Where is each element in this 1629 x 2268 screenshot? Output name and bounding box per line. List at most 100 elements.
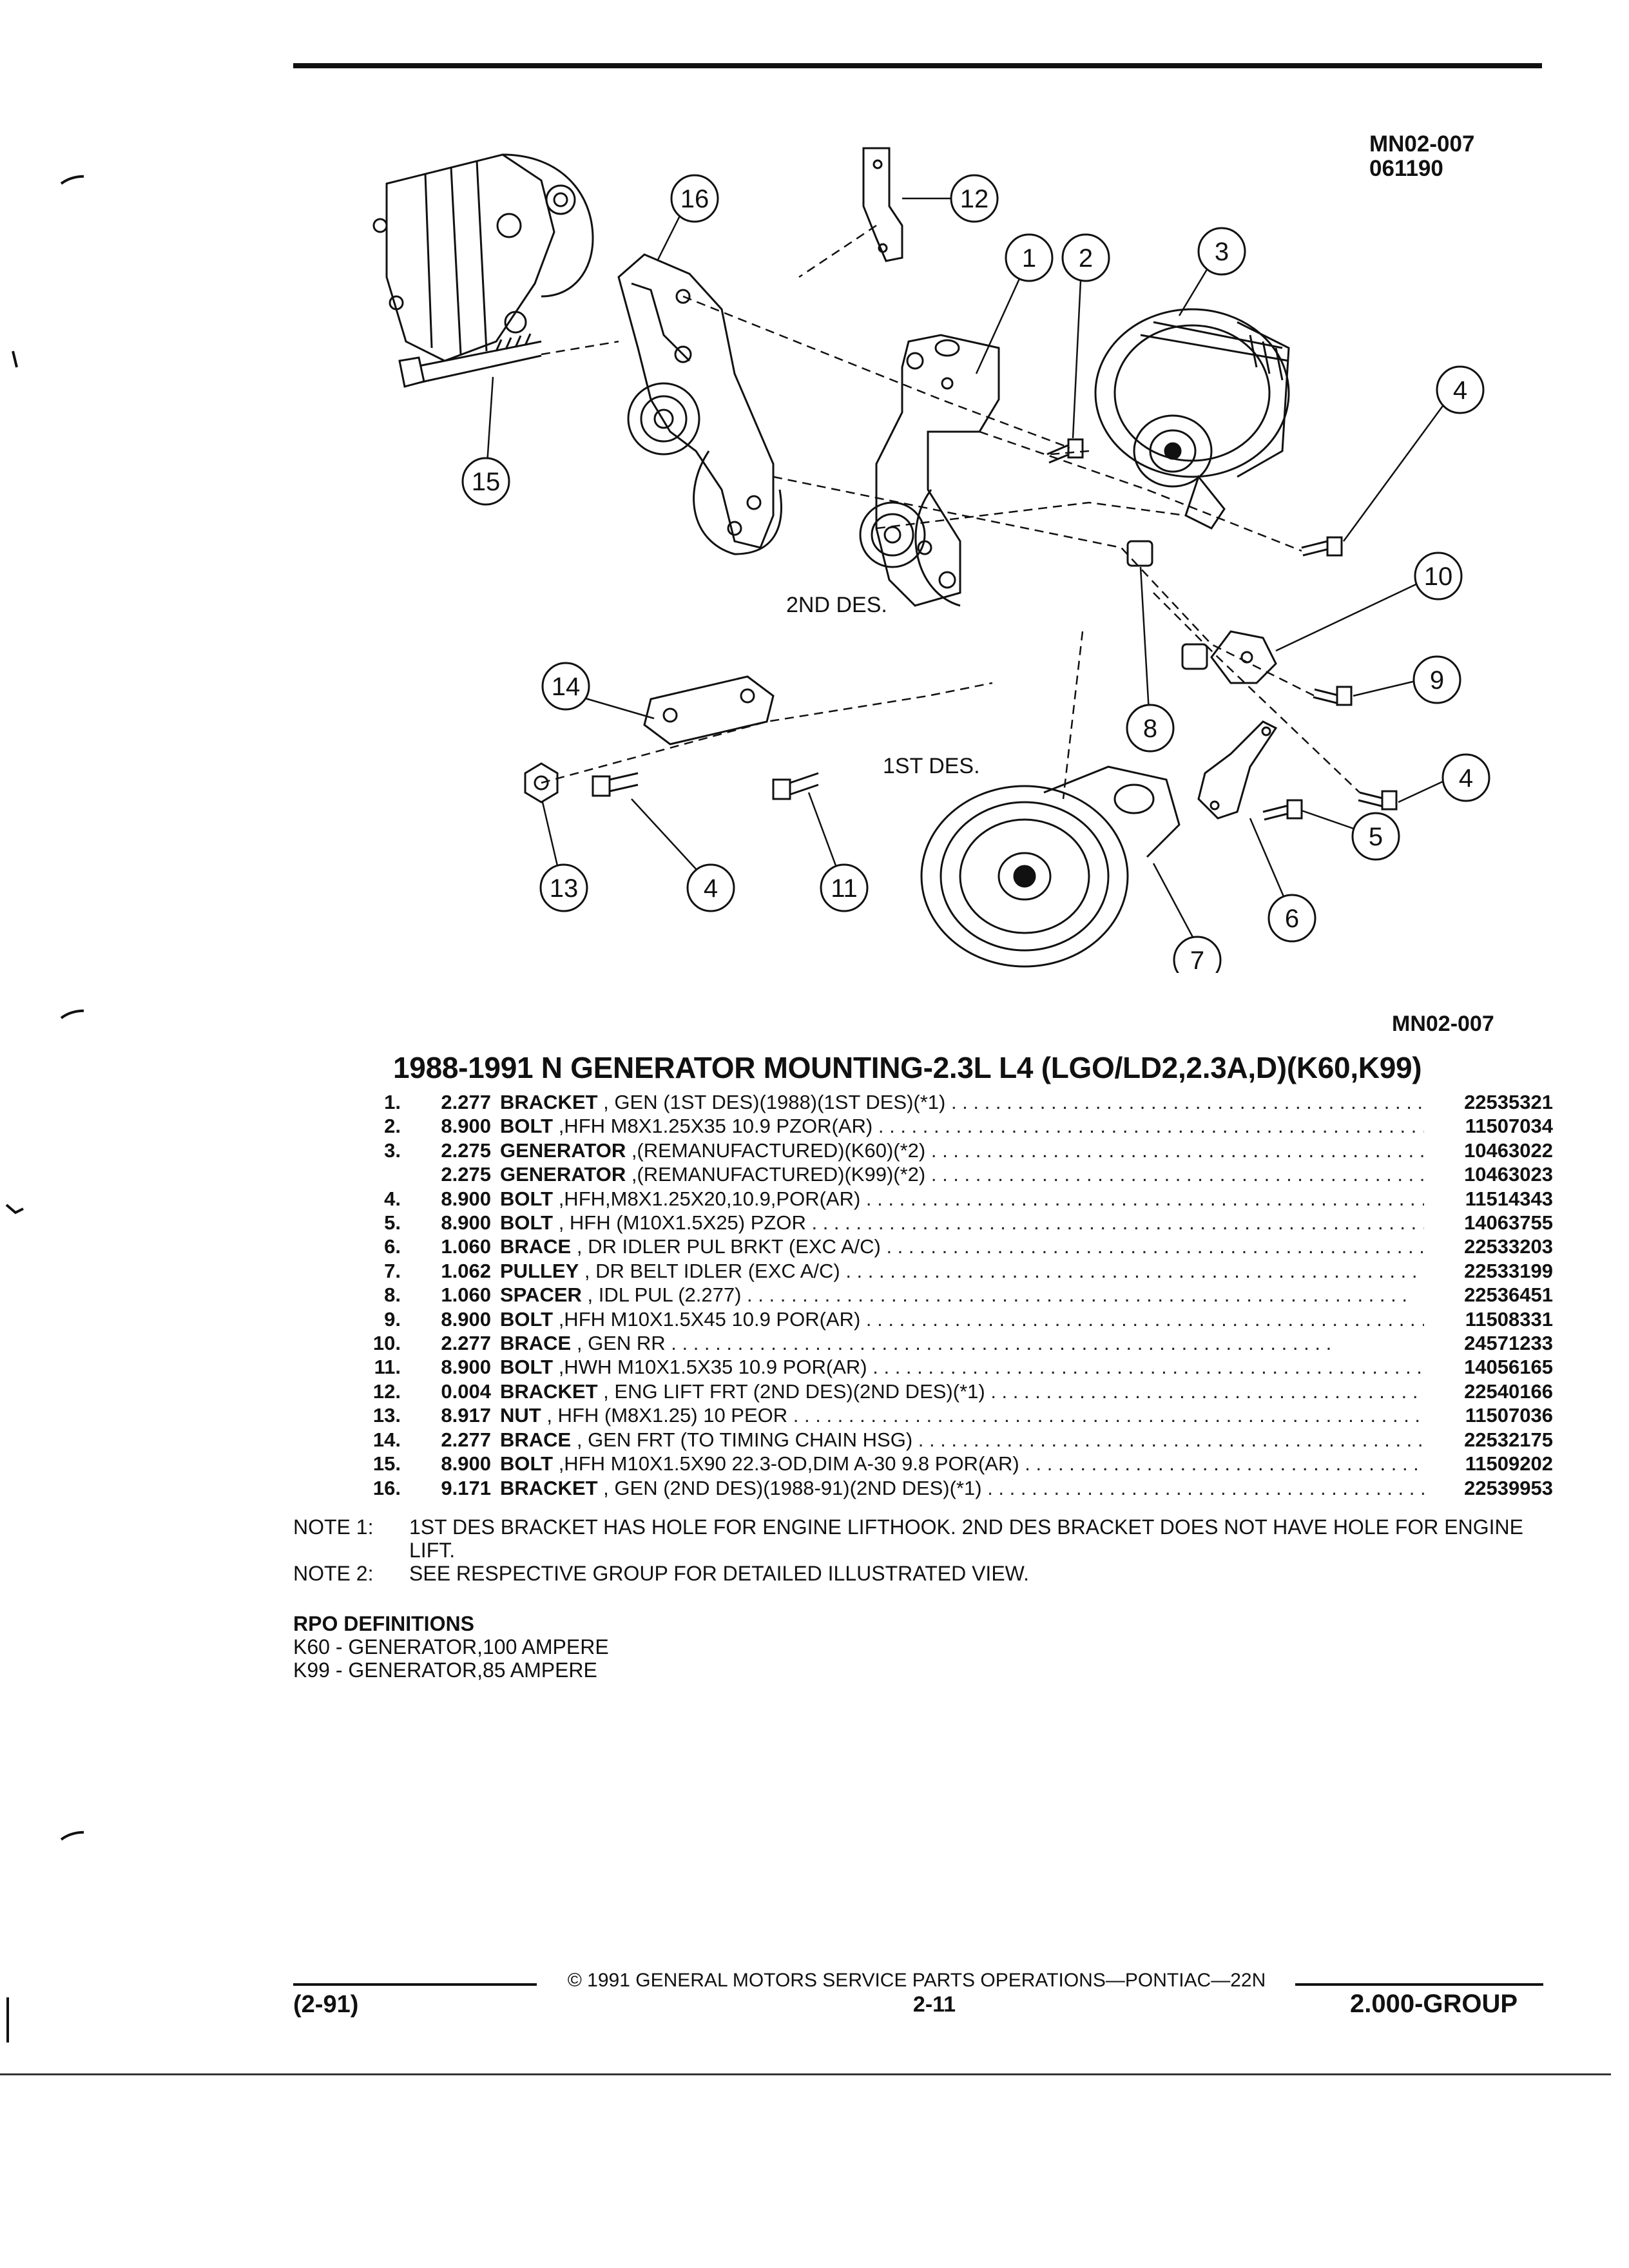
part-detail: , GEN (2ND DES)(1988-91)(2ND DES)(*1) [597, 1476, 982, 1499]
part-name: BOLT [500, 1211, 554, 1235]
part-detail: ,HWH M10X1.5X35 10.9 POR(AR) [553, 1356, 867, 1379]
part-name: GENERATOR [500, 1163, 626, 1186]
part-group-code: 8.900 [441, 1452, 491, 1475]
leader-dots: . . . . . . . . . . . . . . . . . . . . … [787, 1404, 1424, 1427]
bracket-16-drawing [617, 253, 782, 555]
part-catalog-number: 14056165 [1464, 1356, 1553, 1379]
part-number-index: 10. [372, 1332, 401, 1355]
callout-15-text: 15 [472, 468, 501, 496]
leader-lines [485, 197, 1461, 951]
part-description: BRACE , DR IDLER PUL BRKT (EXC A/C) . . … [500, 1235, 1424, 1258]
part-group-code: 2.277 [441, 1091, 491, 1113]
part-description: BOLT ,HFH M10X1.5X90 22.3-OD,DIM A-30 9.… [500, 1452, 1424, 1475]
part-group-code: 8.900 [441, 1115, 491, 1138]
part-number-index: 11. [374, 1356, 401, 1379]
callout-14-text: 14 [552, 673, 581, 701]
second-design-label: 2ND DES. [786, 593, 887, 617]
callout-4b [1441, 753, 1490, 802]
design-labels: 2ND DES. 1ST DES. [786, 593, 980, 778]
part-name: GENERATOR [500, 1139, 626, 1162]
part-detail: , IDL PUL (2.277) [581, 1283, 742, 1307]
part-catalog-number: 11509202 [1465, 1452, 1553, 1475]
part-description: BOLT ,HFH M8X1.25X35 10.9 PZOR(AR) . . .… [500, 1114, 1424, 1138]
part-name: BOLT [500, 1452, 554, 1475]
part-catalog-number: 22539953 [1464, 1476, 1553, 1499]
part-detail: , ENG LIFT FRT (2ND DES)(2ND DES)(*1) [597, 1379, 985, 1403]
part-name: BOLT [500, 1356, 554, 1379]
part-detail: , GEN FRT (TO TIMING CHAIN HSG) [571, 1428, 913, 1451]
callout-3 [1197, 227, 1246, 276]
leader-dots: . . . . . . . . . . . . . . . . . . . . … [665, 1332, 1332, 1355]
footer-copyright: © 1991 GENERAL MOTORS SERVICE PARTS OPER… [567, 1970, 1266, 1991]
leader-dots: . . . . . . . . . . . . . . . . . . . . … [805, 1211, 1424, 1235]
callout-15 [461, 457, 510, 506]
bottom-rule [0, 2073, 1611, 2075]
callout-11 [820, 863, 869, 912]
part-name: BRACKET [500, 1091, 598, 1113]
callout-5-text: 5 [1369, 823, 1383, 851]
part-group-code: 2.275 [441, 1163, 491, 1186]
callout-1-text: 1 [1022, 244, 1036, 273]
part-group-code: 8.900 [441, 1187, 491, 1210]
callout-7 [1173, 936, 1222, 973]
part-group-code: 1.060 [441, 1283, 491, 1307]
part-number-index: 8. [384, 1283, 401, 1307]
part-detail: ,HFH M10X1.5X45 10.9 POR(AR) [553, 1307, 861, 1331]
leader-dots: . . . . . . . . . . . . . . . . . . . . … [845, 1259, 1424, 1282]
part-catalog-number: 14063755 [1464, 1211, 1553, 1235]
callout-6 [1268, 894, 1316, 943]
part-number-index: 14. [372, 1428, 401, 1451]
first-design-label: 1ST DES. [883, 754, 980, 778]
leader-dots: . . . . . . . . . . . . . . . . . . . . … [1025, 1452, 1424, 1475]
callout-16-text: 16 [680, 185, 709, 213]
part-detail: ,HFH M8X1.25X35 10.9 PZOR(AR) [553, 1115, 873, 1138]
callout-10 [1414, 552, 1463, 601]
part-description: BRACKET , ENG LIFT FRT (2ND DES)(2ND DES… [500, 1379, 1424, 1403]
part-catalog-number: 22535321 [1464, 1091, 1553, 1113]
part-group-code: 0.004 [441, 1379, 491, 1403]
footer-page-number: 2-11 [912, 1992, 956, 2017]
part-name: BOLT [500, 1187, 554, 1210]
callout-9-text: 9 [1430, 666, 1444, 695]
part-description: GENERATOR ,(REMANUFACTURED)(K60)(*2) . .… [500, 1139, 1424, 1162]
part-detail: , DR IDLER PUL BRKT (EXC A/C) [571, 1235, 881, 1258]
callout-12 [950, 174, 999, 223]
part-catalog-number: 22536451 [1464, 1283, 1553, 1307]
part-catalog-number: 11507034 [1465, 1115, 1553, 1138]
bracket-1-drawing [859, 334, 1000, 607]
part-description: BOLT ,HFH,M8X1.25X20,10.9,POR(AR) . . . … [500, 1187, 1424, 1211]
part-number-index: 6. [384, 1235, 401, 1258]
part-detail: ,HFH M10X1.5X90 22.3-OD,DIM A-30 9.8 POR… [553, 1452, 1019, 1475]
brace-14-drawing [643, 675, 775, 745]
ref-date: 061190 [1369, 156, 1443, 181]
generator-3-drawing [1094, 308, 1290, 530]
callout-7-text: 7 [1190, 947, 1204, 973]
callout-9 [1412, 655, 1461, 704]
bolt-2-drawing [1046, 438, 1084, 464]
part-name: BOLT [500, 1307, 554, 1331]
part-group-code: 2.277 [441, 1428, 491, 1451]
note-label: NOTE 1: [293, 1515, 374, 1539]
rpo-heading: RPO DEFINITIONS [293, 1612, 474, 1635]
part-number-index: 13. [372, 1404, 401, 1427]
note-text: SEE RESPECTIVE GROUP FOR DETAILED ILLUST… [409, 1562, 1029, 1585]
leader-dots: . . . . . . . . . . . . . . . . . . . . … [930, 1139, 1424, 1162]
bracket-12-drawing [862, 147, 903, 262]
rpo-item-k60: K60 - GENERATOR,100 AMPERE [293, 1635, 609, 1658]
diagram-caption: MN02-007 [1392, 1012, 1494, 1036]
spacers-8-drawing [1126, 540, 1208, 670]
part-group-code: 2.277 [441, 1332, 491, 1355]
part-group-code: 8.900 [441, 1307, 491, 1331]
part-catalog-number: 22532175 [1464, 1428, 1553, 1451]
note-row: NOTE 1:1ST DES BRACKET HAS HOLE FOR ENGI… [293, 1515, 1547, 1562]
part-number-index: 16. [372, 1476, 401, 1499]
bolt-5-drawing [1262, 799, 1303, 821]
callout-10-text: 10 [1424, 562, 1453, 591]
